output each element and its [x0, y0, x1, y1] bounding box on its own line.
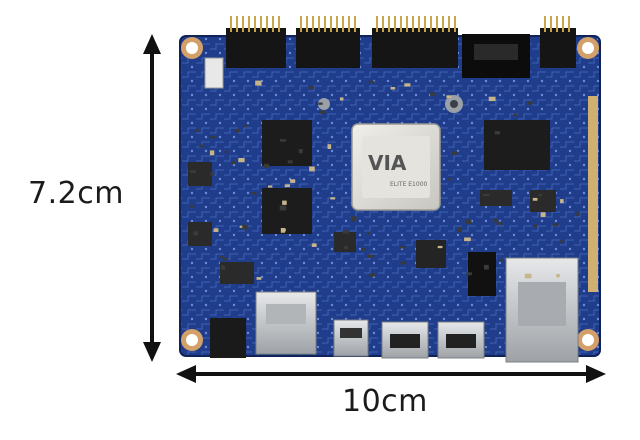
small-chip [334, 232, 356, 252]
small-chip [220, 262, 254, 284]
pin-header-top [226, 28, 576, 68]
hdmi-port [381, 321, 429, 359]
small-chip [188, 222, 212, 246]
mounting-hole [181, 329, 203, 351]
header-pins [230, 16, 570, 32]
height-arrow [143, 34, 161, 362]
memory-chip [262, 120, 312, 166]
mounting-hole [181, 37, 203, 59]
mounting-hole [577, 37, 599, 59]
cpu-marking: ELITE E1000 [390, 181, 428, 188]
mounting-hole [577, 329, 599, 351]
width-arrow [176, 365, 606, 383]
micro-usb-port [333, 319, 369, 357]
small-chip [416, 240, 446, 268]
ethernet-port [505, 257, 579, 363]
hdmi-port [437, 321, 485, 359]
memory-chip [484, 120, 550, 170]
edge-connector [588, 96, 598, 292]
width-label: 10cm [342, 384, 428, 419]
height-label: 7.2cm [28, 176, 124, 211]
pin-block [468, 252, 496, 296]
white-connector [204, 57, 224, 89]
cpu-chip: VIA ELITE E1000 [351, 123, 441, 211]
small-chip [480, 190, 512, 206]
circuit-board: VIA ELITE E1000 [179, 16, 601, 363]
small-chip [188, 162, 212, 186]
smd-components [190, 80, 580, 280]
cpu-logo: VIA [368, 151, 407, 175]
memory-chip [262, 188, 312, 234]
power-jack [210, 318, 246, 358]
sd-card-slot [255, 291, 317, 355]
small-chip [530, 190, 556, 212]
